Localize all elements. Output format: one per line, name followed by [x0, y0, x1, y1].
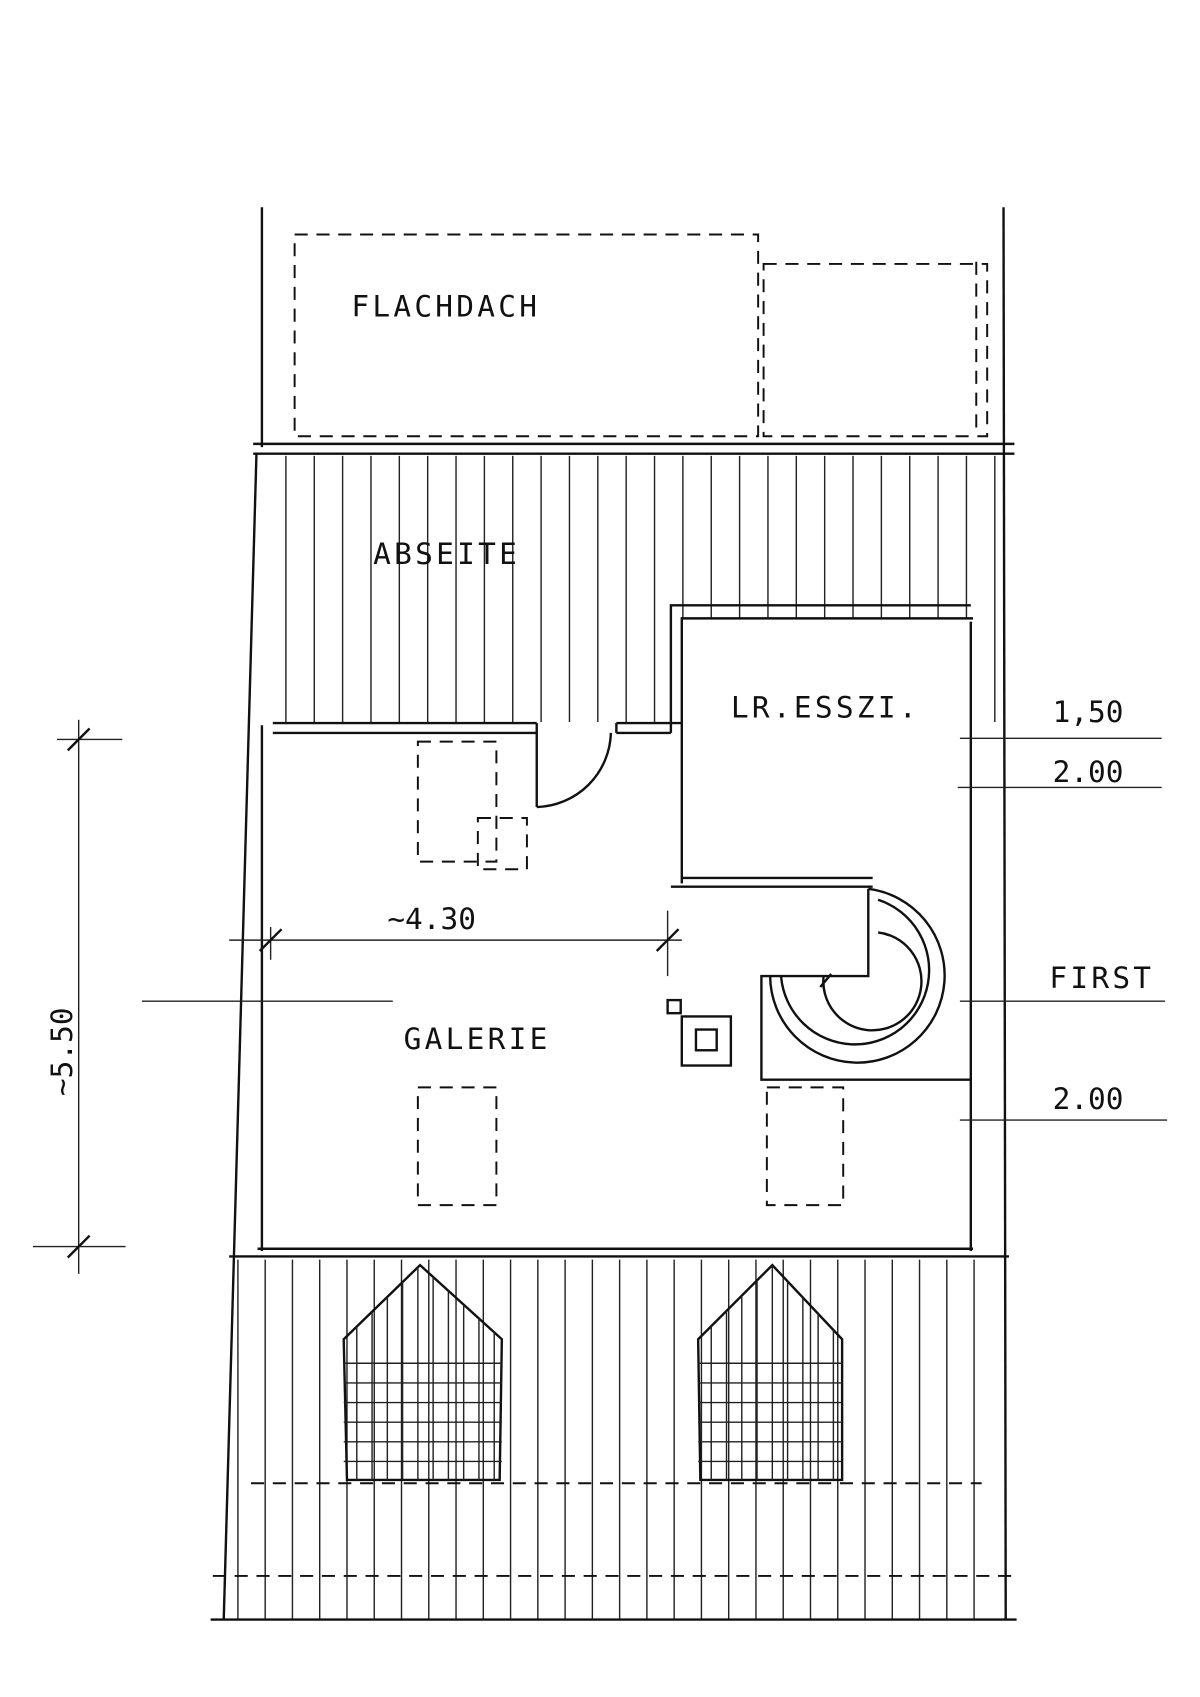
dimension-width	[229, 910, 682, 977]
dormer-left	[342, 1263, 504, 1482]
level-label-2-00-upper: 2.00	[1053, 755, 1124, 789]
roof-hatching-bottom	[237, 1259, 975, 1619]
level-label-first: FIRST	[1049, 961, 1154, 995]
flat-roof-outline	[293, 233, 989, 438]
dimension-label-width: ~4.30	[387, 902, 476, 936]
level-label-2-00-lower: 2.00	[1053, 1082, 1124, 1116]
skylights	[416, 740, 845, 1207]
room-label-lr-esszi: LR.ESSZI.	[731, 691, 920, 725]
lr-esszi-walls	[669, 604, 973, 888]
room-label-abseite: ABSEITE	[373, 537, 520, 571]
dimension-depth	[32, 719, 126, 1274]
spiral-staircase	[760, 887, 971, 1081]
dimension-label-depth: ~5.50	[45, 1007, 79, 1096]
level-label-1-50: 1,50	[1053, 695, 1124, 729]
dormer-right	[696, 1263, 844, 1482]
outer-walls	[210, 207, 1017, 1621]
room-label-galerie: GALERIE	[404, 1022, 551, 1056]
room-label-flachdach: FLACHDACH	[351, 289, 540, 323]
dormer-windows	[342, 1263, 844, 1482]
level-lines	[141, 737, 1168, 1121]
door-swing	[536, 732, 613, 809]
